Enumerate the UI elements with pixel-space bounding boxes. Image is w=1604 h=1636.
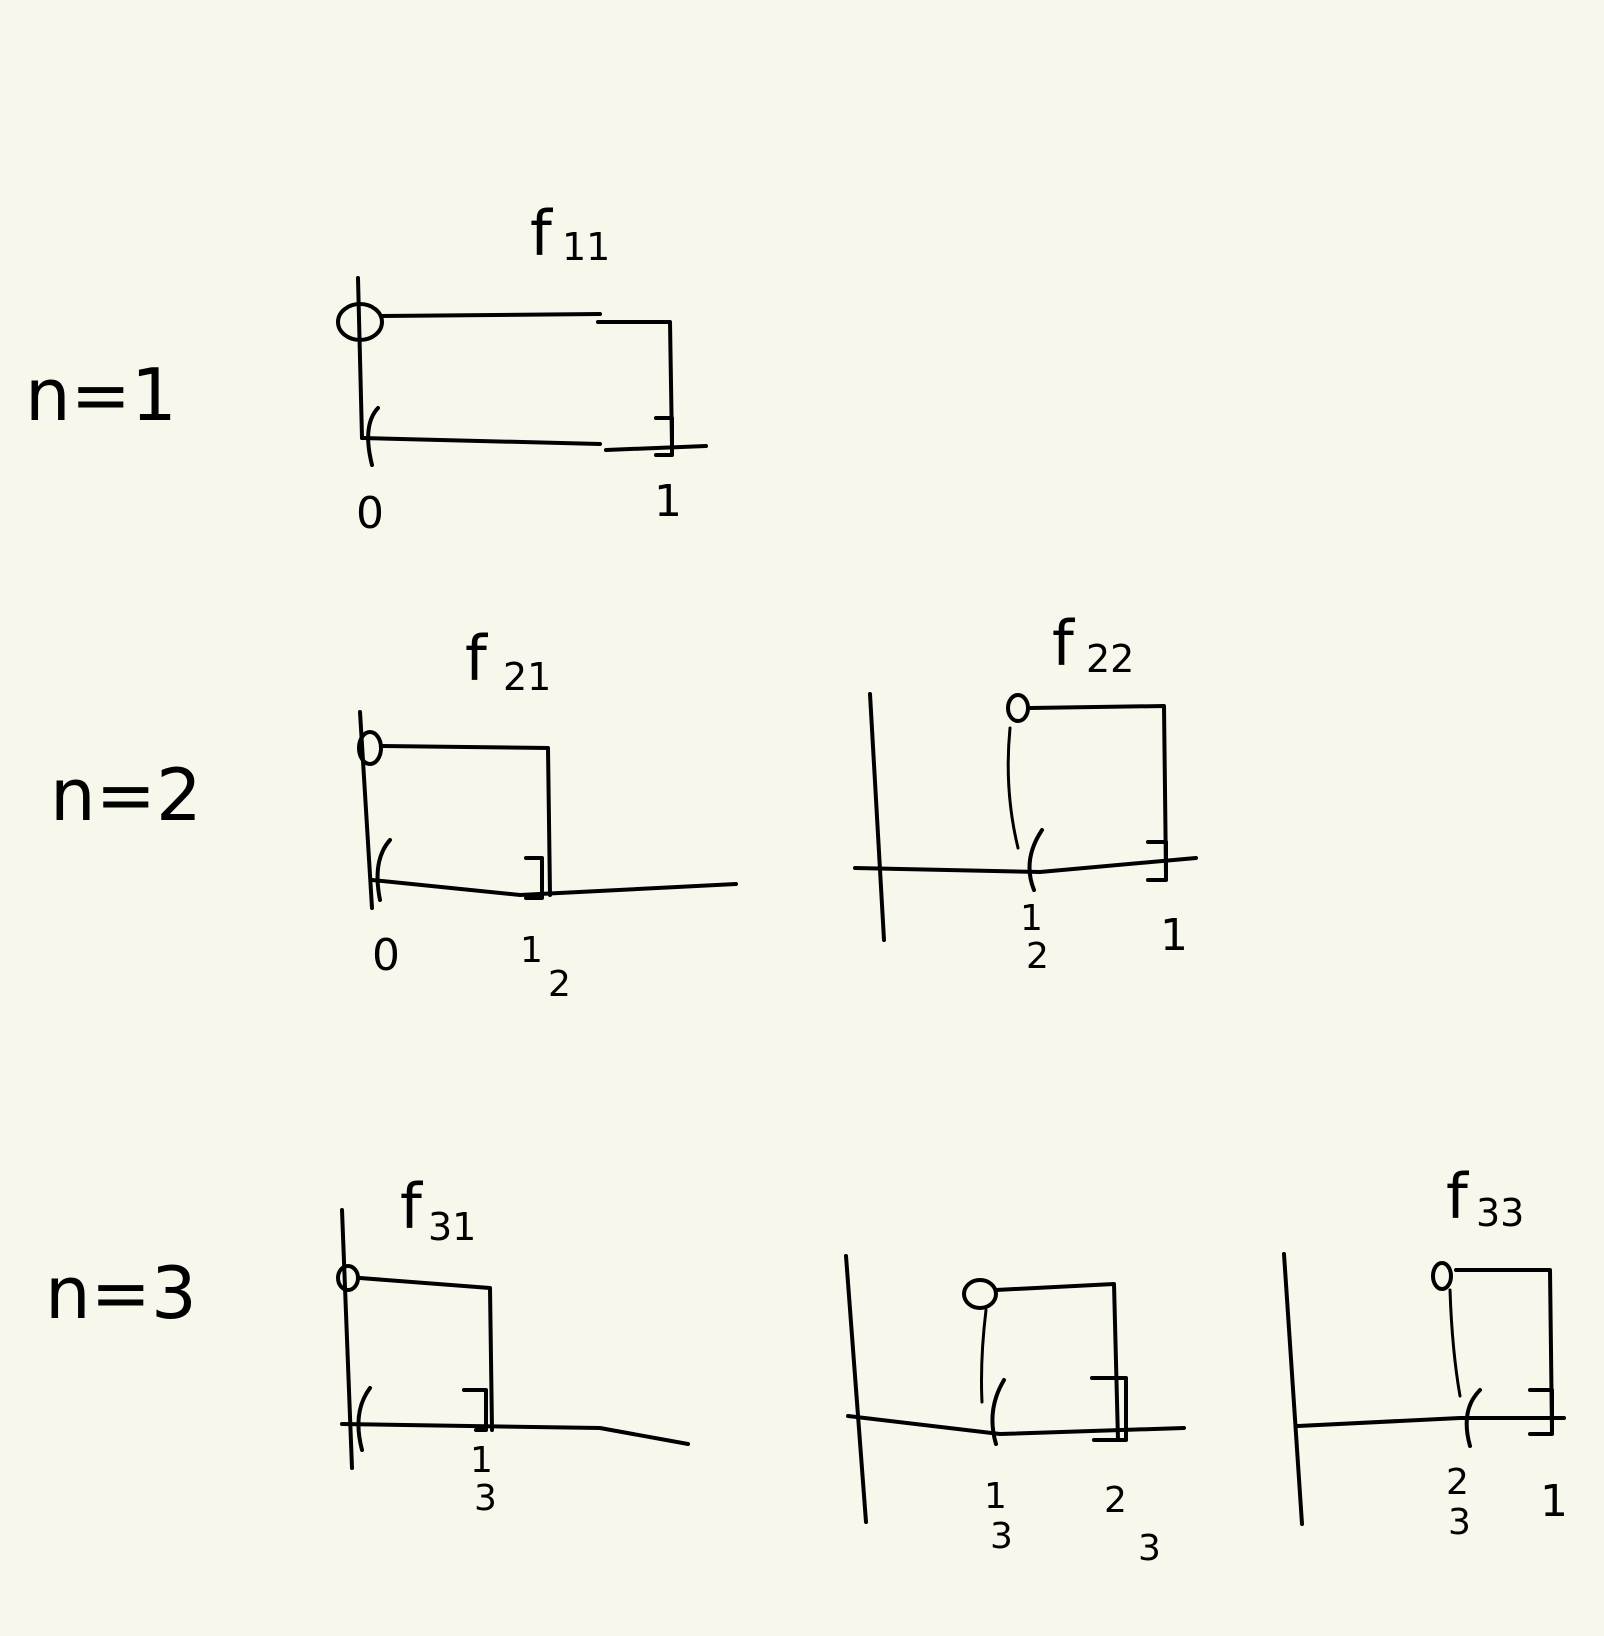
f22-subscript: 22 <box>1086 637 1134 681</box>
f11-open-circle <box>336 302 384 342</box>
f22-right-bracket <box>1146 840 1168 882</box>
plot-f33: f 33 2 3 1 <box>1282 1160 1568 1543</box>
plot-f22: f 22 1 2 1 <box>853 607 1198 977</box>
f31-subscript: 31 <box>428 1205 476 1249</box>
row-label-n2: n=2 <box>50 753 202 837</box>
f33-left-paren <box>1464 1388 1482 1448</box>
f32-left-paren <box>990 1378 1006 1446</box>
f32-y-axis <box>844 1254 868 1524</box>
f22-left-edge <box>1006 726 1020 850</box>
f31-label: f <box>400 1170 424 1243</box>
f33-left-edge <box>1448 1288 1462 1398</box>
f11-tick-0: 0 <box>356 488 384 539</box>
f33-tick-twothirds-num: 2 <box>1446 1462 1469 1503</box>
plot-f32: 1 3 2 3 <box>844 1254 1186 1569</box>
f21-tick-0: 0 <box>372 930 400 981</box>
f33-x-axis <box>1296 1416 1566 1428</box>
f32-open-circle <box>962 1278 998 1310</box>
f21-tick-half-num: 1 <box>520 930 543 971</box>
f31-tick-third-den: 3 <box>474 1478 497 1519</box>
f21-open-circle <box>357 730 383 766</box>
f11-top-line <box>380 312 602 318</box>
f33-tick-twothirds-den: 3 <box>1448 1502 1471 1543</box>
f11-tick-1: 1 <box>654 476 682 527</box>
f33-open-circle <box>1431 1261 1453 1291</box>
f32-tick-third-num: 1 <box>984 1476 1007 1517</box>
f22-tick-1: 1 <box>1160 910 1188 961</box>
f32-tick-third-den: 3 <box>990 1516 1013 1557</box>
f31-x-axis <box>340 1422 690 1446</box>
plot-f11: f 11 0 1 <box>336 197 708 539</box>
f22-y-axis <box>868 692 886 942</box>
f22-open-circle <box>1006 693 1030 723</box>
f32-x-axis <box>846 1414 1186 1436</box>
f32-tick-twothirds-num: 2 <box>1104 1480 1127 1521</box>
f21-y-axis <box>358 710 374 910</box>
f31-tick-third-num: 1 <box>470 1440 493 1481</box>
f11-right-edge <box>596 320 674 447</box>
f21-label: f <box>465 622 489 695</box>
f31-top-line <box>358 1276 494 1432</box>
f32-right-bracket <box>1090 1376 1128 1442</box>
row-label-n1: n=1 <box>25 353 177 437</box>
f32-tick-twothirds-den: 3 <box>1138 1528 1161 1569</box>
f31-open-circle <box>336 1264 360 1292</box>
f33-top-line <box>1454 1268 1554 1434</box>
f21-x-axis <box>370 878 738 897</box>
f31-y-axis <box>340 1208 354 1470</box>
f11-x-axis <box>360 436 708 452</box>
f33-tick-1: 1 <box>1540 1476 1568 1527</box>
f11-subscript: 11 <box>562 225 610 269</box>
f33-y-axis <box>1282 1252 1304 1526</box>
f33-right-bracket <box>1528 1388 1554 1436</box>
f22-top-line <box>1028 704 1168 877</box>
f32-left-edge <box>980 1308 988 1404</box>
plot-f31: f 31 1 3 <box>336 1170 690 1519</box>
f22-label: f <box>1052 607 1076 680</box>
f31-left-paren <box>356 1386 372 1452</box>
f11-right-bracket <box>654 416 674 457</box>
f33-label: f <box>1446 1160 1470 1233</box>
f21-left-paren <box>375 838 392 902</box>
f22-tick-half-num: 1 <box>1020 898 1043 939</box>
f22-left-paren <box>1027 828 1044 892</box>
f22-x-axis <box>853 856 1198 874</box>
f21-right-bracket <box>524 856 544 900</box>
f21-subscript: 21 <box>503 655 551 699</box>
f32-top-line <box>994 1282 1120 1442</box>
f31-right-bracket <box>462 1388 488 1432</box>
f11-left-paren <box>366 406 380 467</box>
f22-tick-half-den: 2 <box>1026 936 1049 977</box>
f21-tick-half-den: 2 <box>548 964 571 1005</box>
plot-f21: f 21 0 1 2 <box>357 622 738 1005</box>
f33-subscript: 33 <box>1476 1191 1524 1235</box>
f11-label: f <box>530 197 554 270</box>
row-label-n3: n=3 <box>45 1251 197 1335</box>
f21-top-line <box>380 744 552 897</box>
